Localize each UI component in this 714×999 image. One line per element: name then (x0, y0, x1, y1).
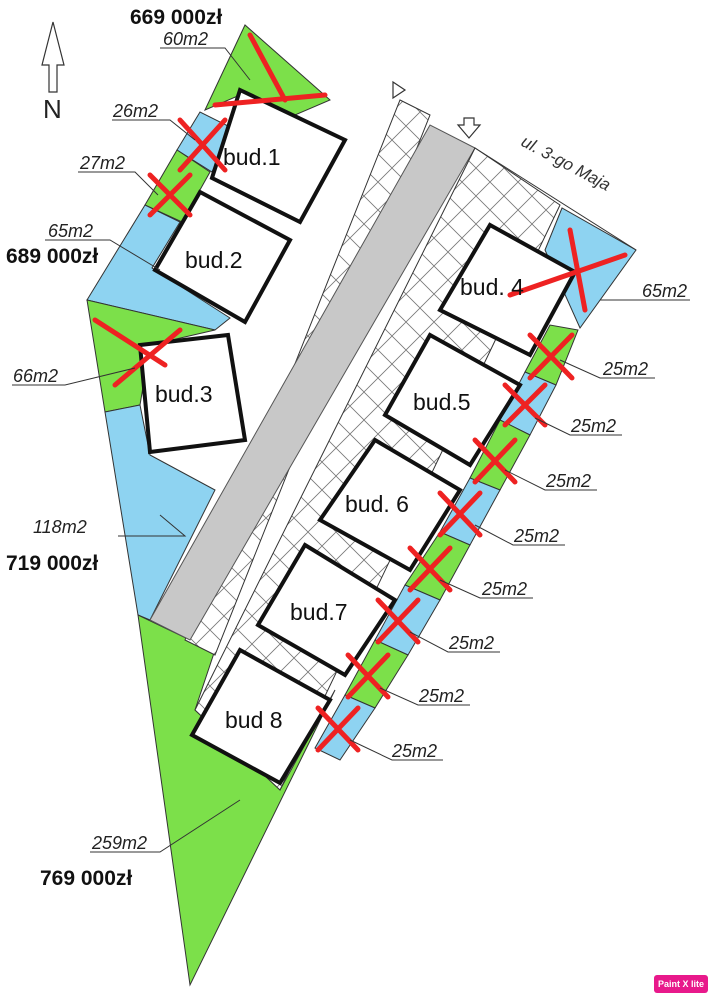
building-label-bud1: bud.1 (223, 144, 281, 170)
cross-icon (375, 597, 421, 645)
compass-letter: N (43, 94, 62, 124)
building-label-bud6: bud. 6 (345, 491, 409, 517)
entrance-arrow-icon (456, 117, 482, 139)
parking-zone-r8 (314, 694, 376, 761)
area-label: 26m2 (112, 101, 158, 121)
area-label: 25m2 (391, 741, 437, 761)
building-bud5 (382, 332, 523, 468)
cross-icon (407, 545, 453, 593)
north-arrow-icon (41, 21, 65, 93)
area-label: 118m2 (33, 517, 87, 537)
compass: N (41, 21, 65, 124)
cross-icon (147, 172, 193, 218)
building-label-bud8: bud 8 (225, 707, 283, 733)
price-label: 719 000zł (6, 552, 98, 575)
price-label: 689 000zł (6, 245, 98, 268)
cross-icon (502, 382, 548, 428)
area-label: 25m2 (513, 526, 559, 546)
red-crosses (92, 32, 628, 753)
building-bud6 (317, 437, 463, 573)
cross-icon (472, 437, 518, 485)
area-label: 25m2 (545, 471, 591, 491)
cross-icon (527, 332, 575, 381)
watermark-badge: Paint X lite (654, 975, 708, 993)
building-label-bud7: bud.7 (290, 599, 348, 625)
building-label-bud4: bud. 4 (460, 274, 524, 300)
area-label: 60m2 (163, 29, 208, 49)
building-label-bud2: bud.2 (185, 247, 243, 273)
cross-icon (177, 117, 228, 173)
area-label: 25m2 (602, 359, 648, 379)
cross-icon (507, 227, 628, 313)
building-bud4 (437, 222, 578, 358)
area-label: 25m2 (570, 416, 616, 436)
building-bud1 (209, 87, 348, 225)
building-bud2 (152, 189, 293, 325)
cross-icon (345, 652, 391, 700)
area-label: 65m2 (642, 281, 687, 301)
area-label: 66m2 (13, 366, 58, 386)
price-label: 769 000zł (40, 867, 132, 890)
cross-icon (315, 705, 361, 753)
area-label: 25m2 (418, 686, 464, 706)
building-label-bud5: bud.5 (413, 389, 471, 415)
cross-icon (212, 32, 328, 108)
building-bud8 (189, 647, 333, 786)
building-bud7 (255, 542, 398, 678)
area-label: 259m2 (91, 833, 147, 853)
street-label: ul. 3-go Maja (518, 132, 614, 195)
entrance-triangle-icon (392, 80, 407, 100)
area-label: 25m2 (481, 579, 527, 599)
area-label: 25m2 (448, 633, 494, 653)
leader-lines (12, 47, 690, 853)
building-label-bud3: bud.3 (155, 381, 213, 407)
street-edge (474, 147, 637, 251)
cross-icon (92, 317, 183, 388)
price-label: 669 000zł (130, 6, 222, 29)
area-label: 27m2 (79, 153, 125, 173)
area-label: 65m2 (48, 221, 93, 241)
cross-icon (437, 490, 483, 538)
buildings (137, 87, 578, 786)
